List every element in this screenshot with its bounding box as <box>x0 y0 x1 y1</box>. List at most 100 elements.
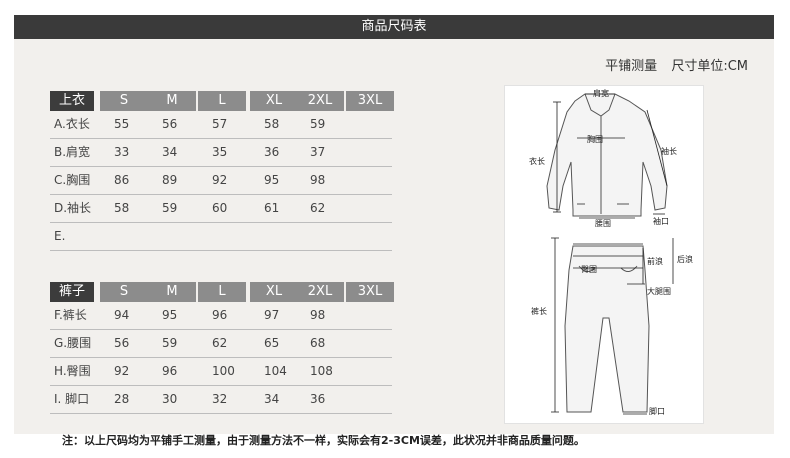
size-value-cell: 95 <box>264 173 280 187</box>
size-header-1: M <box>148 91 196 111</box>
size-value-cell: 62 <box>212 336 228 350</box>
table-row: A.衣长 55 56 57 58 59 <box>50 111 392 139</box>
diagram-label-waist: 腰围 <box>595 219 611 228</box>
size-value-cell <box>360 223 394 250</box>
size-value-cell: 62 <box>310 201 326 215</box>
size-header-5: 3XL <box>346 282 394 302</box>
size-value-cell <box>360 139 394 166</box>
row-label: B.肩宽 <box>54 145 91 159</box>
size-value-cell <box>360 330 394 357</box>
diagram-label-cuff: 袖口 <box>653 216 669 226</box>
diagram-label-sleeve: 袖长 <box>661 146 677 156</box>
size-value-cell: 61 <box>264 201 280 215</box>
diagram-label-back-rise: 后浪 <box>677 254 693 264</box>
size-value-cell: 92 <box>114 364 130 378</box>
diagram-label-thigh: 大腿围 <box>647 286 671 296</box>
size-value-cell: 96 <box>212 308 228 322</box>
size-value-cell: 36 <box>310 392 326 406</box>
row-label: D.袖长 <box>54 201 92 215</box>
row-label: G.腰围 <box>54 336 92 350</box>
table-row: H.臀围 92 96 100 104 108 <box>50 358 392 386</box>
size-value-cell <box>310 223 344 250</box>
diagram-label-hip: 臀围 <box>581 265 597 274</box>
size-value-cell <box>360 167 394 194</box>
size-value-cell <box>360 302 394 329</box>
size-value-cell: 57 <box>212 117 228 131</box>
size-value-cell: 108 <box>310 364 333 378</box>
size-value-cell: 95 <box>162 308 178 322</box>
size-header-4: 2XL <box>296 91 344 111</box>
size-value-cell: 34 <box>162 145 178 159</box>
size-value-cell: 55 <box>114 117 130 131</box>
size-value-cell: 32 <box>212 392 228 406</box>
size-value-cell <box>114 223 148 250</box>
size-value-cell: 59 <box>162 201 178 215</box>
size-value-cell: 33 <box>114 145 130 159</box>
garment-diagram: 肩宽 胸围 衣长 袖长 腰围 袖口 前浪 后浪 臀围 大腿围 裤长 脚口 <box>504 85 704 424</box>
page-title: 商品尺码表 <box>361 19 427 34</box>
size-value-cell: 36 <box>264 145 280 159</box>
size-value-cell: 59 <box>162 336 178 350</box>
size-value-cell: 98 <box>310 308 326 322</box>
diagram-label-front-rise: 前浪 <box>647 256 663 266</box>
table-category-label: 裤子 <box>50 282 94 302</box>
size-value-cell <box>360 358 394 385</box>
size-value-cell: 56 <box>114 336 130 350</box>
size-value-cell: 56 <box>162 117 178 131</box>
size-value-cell: 96 <box>162 364 178 378</box>
size-header-0: S <box>100 91 148 111</box>
size-value-cell: 100 <box>212 364 235 378</box>
size-value-cell <box>264 223 298 250</box>
diagram-label-chest: 胸围 <box>587 134 603 144</box>
size-value-cell: 28 <box>114 392 130 406</box>
diagram-label-shoulder: 肩宽 <box>593 88 609 98</box>
row-label: C.胸围 <box>54 173 91 187</box>
measure-unit: 尺寸单位:CM <box>671 59 748 74</box>
size-value-cell: 35 <box>212 145 228 159</box>
row-label: F.裤长 <box>54 308 87 322</box>
size-header-3: XL <box>250 91 298 111</box>
size-header-1: M <box>148 282 196 302</box>
size-value-cell: 34 <box>264 392 280 406</box>
table-category-label: 上衣 <box>50 91 94 111</box>
title-bar: 商品尺码表 <box>14 15 774 39</box>
size-value-cell <box>360 386 394 413</box>
row-label: E. <box>54 229 66 243</box>
footer-note: 注：以上尺码均为平铺手工测量，由于测量方法不一样，实际会有2-3CM误差，此状况… <box>62 434 585 447</box>
size-value-cell <box>360 195 394 222</box>
measure-method: 平铺测量 <box>605 59 658 74</box>
size-value-cell: 86 <box>114 173 130 187</box>
row-label: I. 脚口 <box>54 392 90 406</box>
garment-diagram-svg: 肩宽 胸围 衣长 袖长 腰围 袖口 前浪 后浪 臀围 大腿围 裤长 脚口 <box>529 88 693 416</box>
diagram-label-pants-length: 裤长 <box>531 306 547 316</box>
row-label: A.衣长 <box>54 117 90 131</box>
size-value-cell: 58 <box>264 117 280 131</box>
size-value-cell: 104 <box>264 364 287 378</box>
row-label: H.臀围 <box>54 364 91 378</box>
size-value-cell: 59 <box>310 117 326 131</box>
table-row: E. <box>50 223 392 251</box>
size-value-cell: 65 <box>264 336 280 350</box>
diagram-label-hem: 脚口 <box>649 406 665 416</box>
size-value-cell: 92 <box>212 173 228 187</box>
size-value-cell: 94 <box>114 308 130 322</box>
measure-note: 平铺测量 尺寸单位:CM <box>595 55 748 74</box>
size-value-cell <box>162 223 196 250</box>
size-header-3: XL <box>250 282 298 302</box>
size-header-2: L <box>198 91 246 111</box>
measurement-lines <box>551 93 674 415</box>
size-header-4: 2XL <box>296 282 344 302</box>
size-value-cell: 98 <box>310 173 326 187</box>
size-value-cell: 58 <box>114 201 130 215</box>
size-value-cell: 89 <box>162 173 178 187</box>
table-row: C.胸围 86 89 92 95 98 <box>50 167 392 195</box>
jacket-illustration <box>546 93 668 217</box>
